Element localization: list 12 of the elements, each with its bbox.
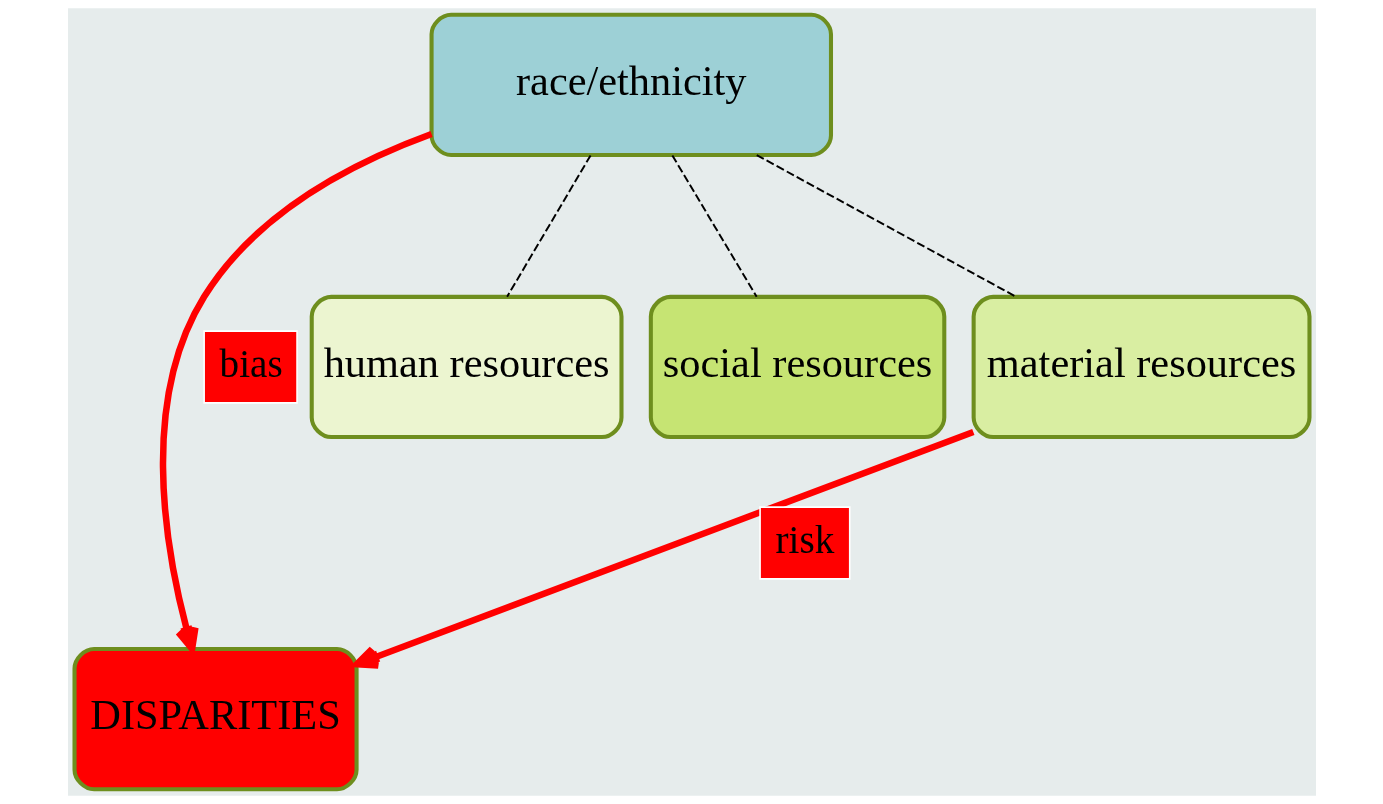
arrow <box>159 130 433 653</box>
node-box: social resources <box>648 294 946 440</box>
node-box: DISPARITIES <box>71 646 359 792</box>
node-box: human resources <box>309 294 624 440</box>
node-box: race/ethnicity <box>429 12 833 158</box>
connector <box>670 154 758 298</box>
edge-label: risk <box>775 518 834 562</box>
node-box: material resources <box>971 294 1311 440</box>
edge-label: bias <box>219 342 283 386</box>
arrow <box>353 428 974 669</box>
connector <box>505 154 592 298</box>
connector <box>755 154 1017 298</box>
